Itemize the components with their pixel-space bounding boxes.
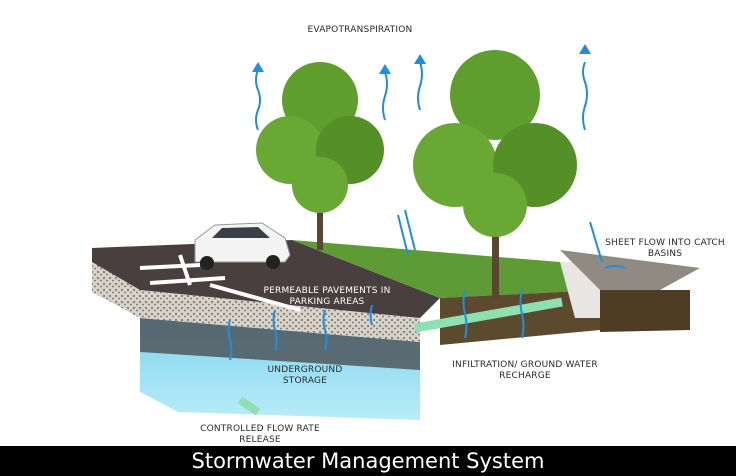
arrow-heads [252,44,591,74]
storage-crates [140,318,420,370]
label-line: RELEASE [239,435,281,445]
green-pipe [414,297,563,333]
label-infiltration: INFILTRATION/ GROUND WATER RECHARGE [440,360,610,382]
release-pipe [237,396,261,416]
label-permeable-pavements: PERMEABLE PAVEMENTS IN PARKING AREAS [262,286,392,308]
right-soil [600,290,690,332]
car [194,222,291,270]
label-sheet-flow: SHEET FLOW INTO CATCH BASINS [595,238,735,260]
label-line: SHEET FLOW INTO CATCH [605,238,725,248]
evapotranspiration-arrows [255,61,588,131]
tree-left [256,62,384,250]
infiltration-arrows [227,209,626,361]
label-line: PARKING AREAS [289,297,365,307]
gravel-layer [92,262,420,342]
label-line: RECHARGE [499,371,551,381]
label-line: BASINS [647,249,683,259]
grass-strip [292,240,600,298]
caption-title: Stormwater Management System [0,446,736,476]
tree-right [413,50,577,300]
parking-lines [139,254,301,312]
sidewalk [560,250,700,290]
label-line: INFILTRATION/ GROUND WATER [452,360,598,370]
illustration [92,44,700,420]
label-line: CONTROLLED FLOW RATE [200,424,320,434]
label-line: PERMEABLE PAVEMENTS IN [263,286,391,296]
label-controlled-release: CONTROLLED FLOW RATE RELEASE [200,424,320,446]
asphalt-parking [92,240,440,318]
label-evapotranspiration: EVAPOTRANSPIRATION [307,25,413,35]
label-underground-storage: UNDERGROUND STORAGE [267,365,343,386]
